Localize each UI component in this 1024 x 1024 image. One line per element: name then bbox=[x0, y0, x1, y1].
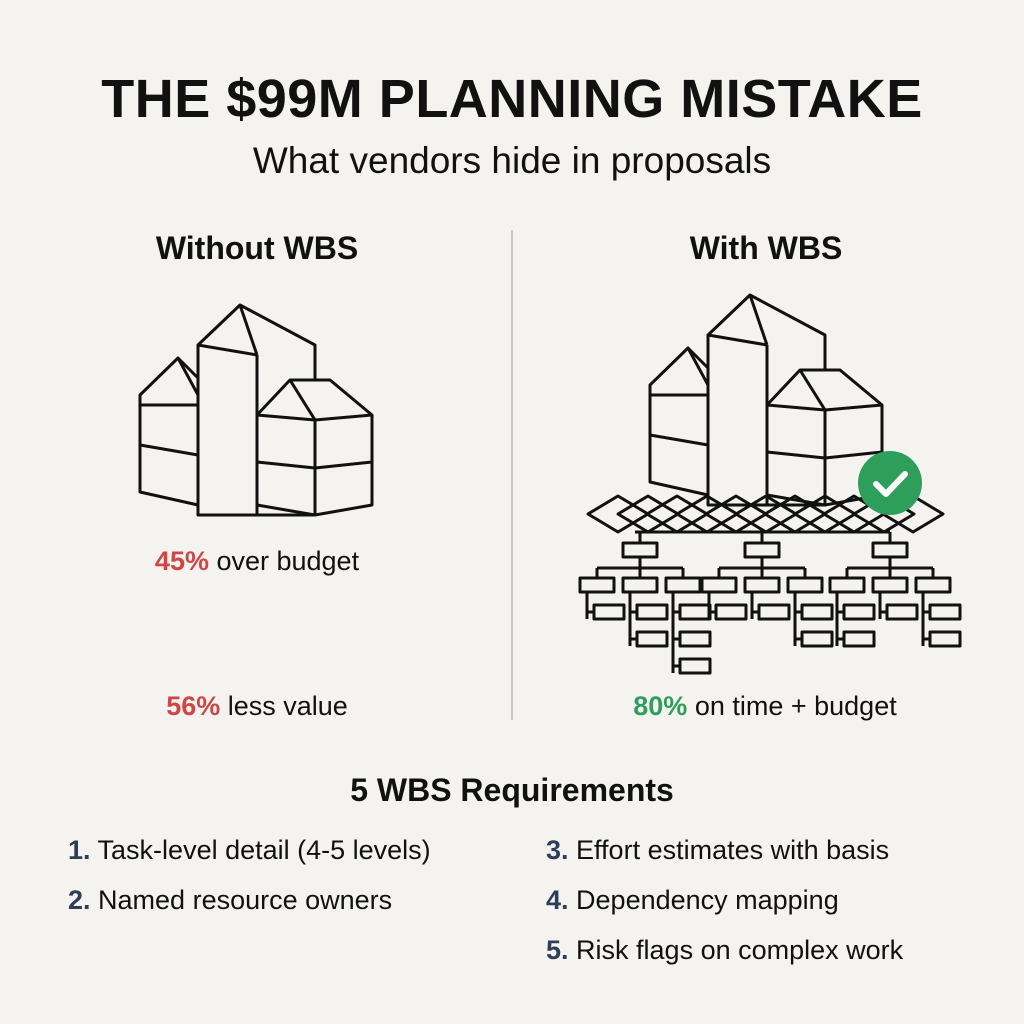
item-number: 3. bbox=[546, 835, 569, 865]
item-text: Effort estimates with basis bbox=[568, 835, 890, 865]
divider bbox=[511, 230, 513, 720]
tree-node bbox=[678, 603, 712, 621]
requirement-item: 5. Risk flags on complex work bbox=[546, 935, 903, 966]
stat-label: less value bbox=[220, 691, 348, 721]
checkmark-icon bbox=[858, 451, 922, 515]
requirement-item: 2. Named resource owners bbox=[68, 885, 392, 916]
tree-node bbox=[700, 576, 738, 594]
item-text: Task-level detail (4-5 levels) bbox=[90, 835, 431, 865]
item-number: 1. bbox=[68, 835, 91, 865]
without-wbs-heading: Without WBS bbox=[155, 230, 359, 266]
item-text: Named resource owners bbox=[90, 885, 393, 915]
buildings-illustration-without-wbs bbox=[138, 303, 374, 517]
item-number: 5. bbox=[546, 935, 569, 965]
tree-node bbox=[635, 603, 669, 621]
tree-node bbox=[678, 657, 712, 675]
tree-node bbox=[635, 630, 669, 648]
stat-value: 45% bbox=[154, 546, 209, 576]
tree-node bbox=[928, 603, 962, 621]
tree-node bbox=[842, 630, 876, 648]
stat-value: 80% bbox=[633, 691, 688, 721]
tree-node bbox=[578, 576, 616, 594]
page-title: THE $99M PLANNING MISTAKE bbox=[101, 69, 923, 129]
stat-less-value: 56% less value bbox=[166, 691, 348, 722]
tree-node bbox=[743, 541, 781, 559]
tree-node bbox=[828, 576, 866, 594]
tree-node bbox=[621, 576, 659, 594]
requirement-item: 1. Task-level detail (4-5 levels) bbox=[68, 835, 431, 866]
tree-node bbox=[621, 541, 659, 559]
tree-node bbox=[885, 603, 919, 621]
item-text: Dependency mapping bbox=[568, 885, 839, 915]
tree-node bbox=[678, 630, 712, 648]
item-number: 2. bbox=[68, 885, 91, 915]
tree-node bbox=[928, 630, 962, 648]
tree-node bbox=[592, 603, 626, 621]
tree-node bbox=[664, 576, 702, 594]
tree-node bbox=[871, 541, 909, 559]
stat-value: 56% bbox=[166, 691, 221, 721]
tree-node bbox=[786, 576, 824, 594]
stat-label: on time + budget bbox=[687, 691, 897, 721]
stat-label: over budget bbox=[208, 546, 360, 576]
item-text: Risk flags on complex work bbox=[568, 935, 904, 965]
tree-node bbox=[800, 603, 834, 621]
tree-node bbox=[743, 576, 781, 594]
requirement-item: 4. Dependency mapping bbox=[546, 885, 839, 916]
wbs-tree-diagram bbox=[578, 530, 962, 675]
tree-node bbox=[800, 630, 834, 648]
stat-on-time: 80% on time + budget bbox=[633, 691, 896, 722]
tree-node bbox=[757, 603, 791, 621]
tree-node bbox=[914, 576, 952, 594]
buildings-illustration-with-wbs bbox=[648, 293, 884, 507]
subtitle: What vendors hide in proposals bbox=[252, 140, 772, 181]
tree-node bbox=[714, 603, 748, 621]
item-number: 4. bbox=[546, 885, 569, 915]
requirement-item: 3. Effort estimates with basis bbox=[546, 835, 889, 866]
tree-node bbox=[842, 603, 876, 621]
stat-over-budget: 45% over budget bbox=[155, 546, 359, 577]
tree-node bbox=[871, 576, 909, 594]
requirements-heading: 5 WBS Requirements bbox=[350, 772, 674, 808]
with-wbs-heading: With WBS bbox=[689, 230, 843, 266]
